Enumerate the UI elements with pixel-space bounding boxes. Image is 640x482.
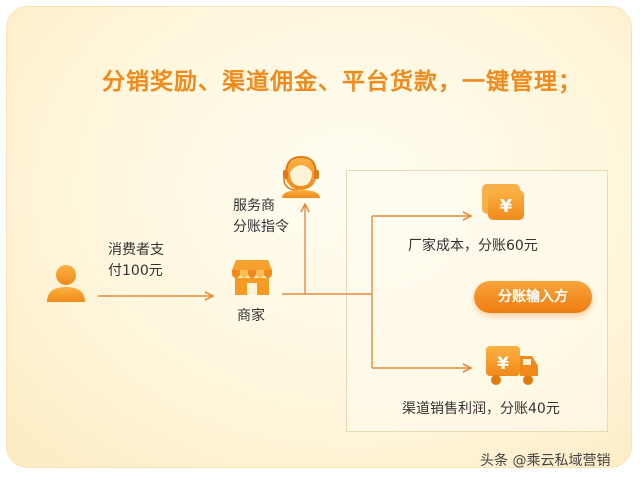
consumer-label-line1: 消费者支 bbox=[108, 242, 164, 258]
yen-symbol: ¥ bbox=[500, 196, 513, 217]
consumer-label-line2: 付100元 bbox=[108, 263, 163, 279]
headline: 分销奖励、渠道佣金、平台货款，一键管理； bbox=[102, 69, 582, 95]
store-icon bbox=[232, 260, 272, 295]
factory-label: 厂家成本，分账60元 bbox=[408, 238, 538, 254]
person-icon bbox=[47, 265, 85, 302]
service-label-line2: 分账指令 bbox=[233, 219, 289, 235]
service-label: 服务商 分账指令 bbox=[233, 196, 289, 238]
yen-truck-icon: ¥ bbox=[486, 346, 538, 385]
consumer-label: 消费者支 付100元 bbox=[108, 240, 164, 282]
yen-coins-icon: ¥ bbox=[482, 184, 524, 220]
watermark: 头条 @乘云私域营销 bbox=[480, 453, 611, 469]
channel-label: 渠道销售利润，分账40元 bbox=[402, 401, 560, 417]
service-label-line1: 服务商 bbox=[233, 198, 275, 214]
headset-agent-icon bbox=[282, 155, 320, 198]
split-input-badge: 分账输入方 bbox=[474, 281, 592, 313]
merchant-label: 商家 bbox=[237, 308, 265, 324]
yen-symbol: ¥ bbox=[497, 354, 509, 374]
